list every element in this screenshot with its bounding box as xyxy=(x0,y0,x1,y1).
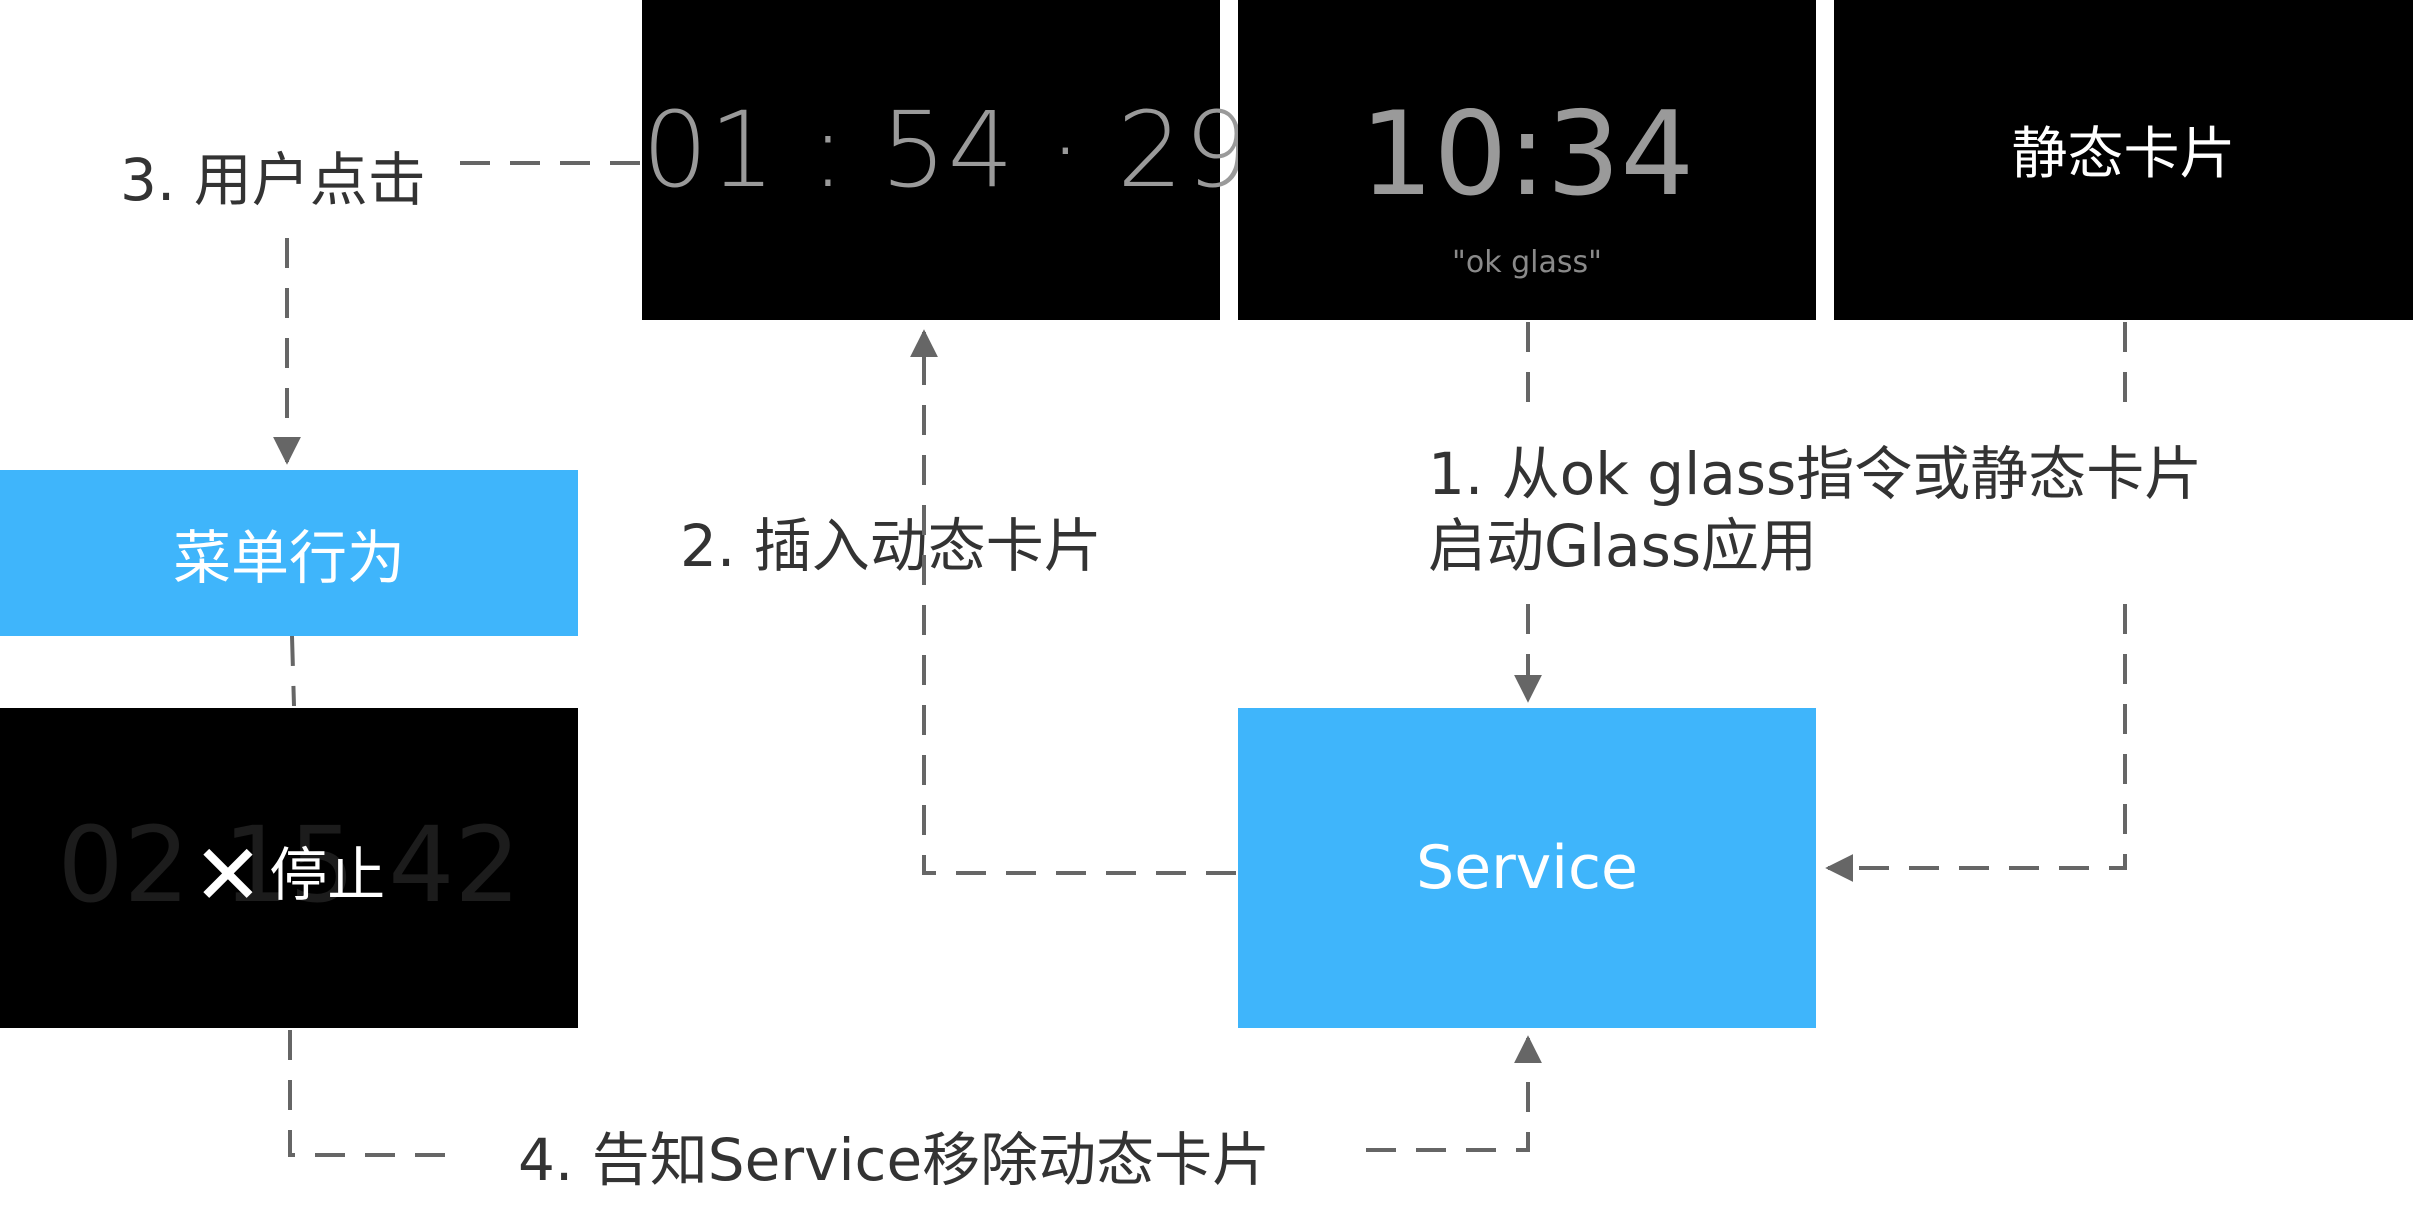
step2-label: 2. 插入动态卡片 xyxy=(680,512,1102,580)
static-card[interactable]: 静态卡片 xyxy=(1834,0,2413,320)
connector-step4-right xyxy=(1366,1035,1542,1152)
connector-static-lower xyxy=(1825,604,2127,882)
stop-label: 停止 xyxy=(269,841,386,909)
service-node[interactable]: Service xyxy=(1238,708,1816,1028)
menu-timer-card[interactable] xyxy=(0,708,578,1028)
service-label: Service xyxy=(1416,833,1638,903)
static-card-label: 静态卡片 xyxy=(2011,122,2236,187)
ok-glass-hint: "ok glass" xyxy=(1452,245,1602,280)
step3-label: 3. 用户点击 xyxy=(120,146,426,214)
timer-display: 01 : 54 · 29 xyxy=(642,89,1252,211)
clock-card[interactable]: 10:34 "ok glass" xyxy=(1238,0,1816,320)
step1-label-line1: 1. 从ok glass指令或静态卡片 xyxy=(1428,440,2203,508)
close-icon: ✕ xyxy=(192,826,264,924)
step1-label-line2: 启动Glass应用 xyxy=(1428,512,1818,580)
connector-step2 xyxy=(910,329,1236,875)
stop-menu-item[interactable]: ✕ 停止 xyxy=(0,830,578,920)
step4-label: 4. 告知Service移除动态卡片 xyxy=(518,1126,1271,1194)
menu-action-label: 菜单行为 xyxy=(172,524,405,592)
timer-card[interactable]: 01 : 54 · 29 xyxy=(642,0,1252,320)
menu-timer-ghost-text: 02 15 42 xyxy=(57,804,521,926)
connector-step4-left xyxy=(288,1030,450,1157)
connector-menu-to-card xyxy=(290,635,296,707)
menu-action-node[interactable]: 菜单行为 xyxy=(0,470,578,636)
clock-time: 10:34 xyxy=(1359,87,1695,222)
